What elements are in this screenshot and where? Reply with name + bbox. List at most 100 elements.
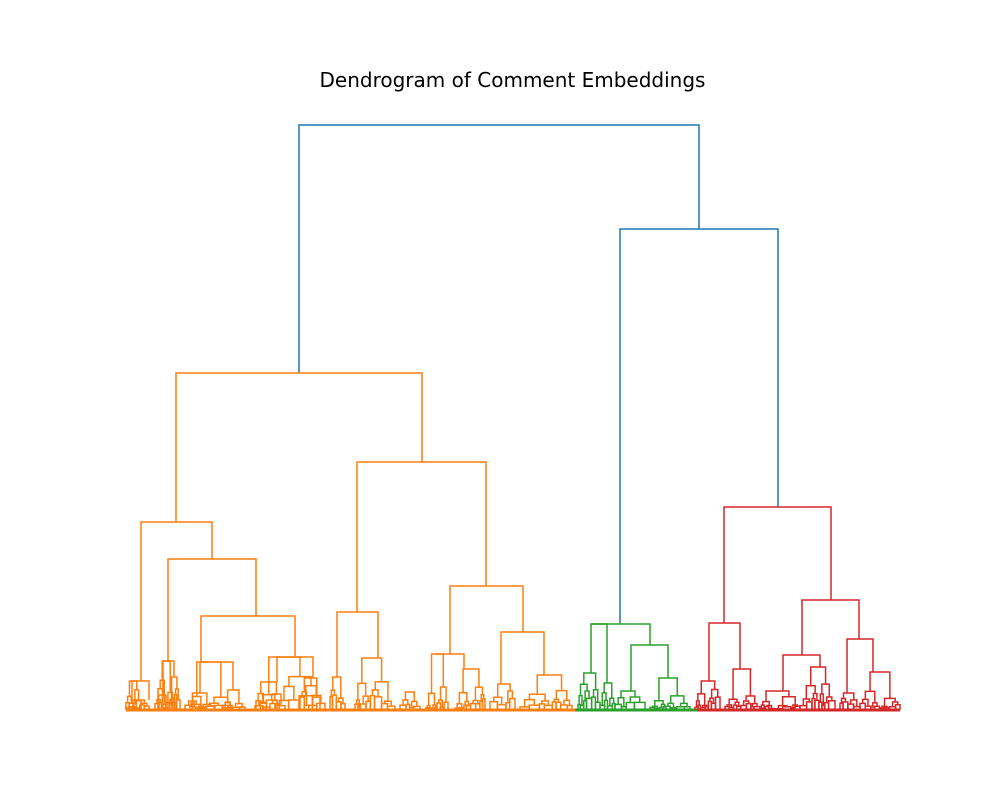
dendrogram-link bbox=[864, 690, 876, 703]
dendrogram-link bbox=[701, 704, 708, 708]
dendrogram-link bbox=[175, 699, 181, 710]
dendrogram-link bbox=[303, 677, 318, 696]
dendrogram-link bbox=[861, 698, 869, 707]
dendrogram-link bbox=[336, 611, 379, 677]
dendrogram-link bbox=[667, 702, 675, 708]
dendrogram-link bbox=[464, 700, 470, 706]
dendrogram-link bbox=[449, 585, 524, 654]
cluster-red-links bbox=[694, 506, 901, 712]
cluster-orange-links bbox=[125, 372, 575, 712]
dendrogram-link bbox=[276, 704, 286, 710]
dendrogram-link bbox=[462, 668, 480, 693]
dendrogram-link bbox=[472, 699, 479, 704]
dendrogram-link bbox=[842, 692, 855, 701]
dendrogram-link bbox=[708, 622, 741, 681]
dendrogram-link bbox=[131, 680, 150, 700]
dendrogram-link bbox=[592, 688, 599, 703]
dendrogram-link bbox=[340, 702, 346, 710]
dendrogram-link bbox=[224, 701, 231, 708]
dendrogram-link bbox=[869, 671, 891, 699]
dendrogram-link bbox=[590, 623, 608, 683]
dendrogram-link bbox=[238, 706, 246, 710]
dendrogram-link bbox=[276, 656, 314, 682]
dendrogram-link bbox=[481, 697, 486, 710]
dendrogram-link bbox=[620, 690, 636, 698]
dendrogram-link bbox=[700, 680, 716, 694]
dendrogram-link bbox=[578, 694, 583, 706]
dendrogram-link bbox=[617, 697, 625, 707]
dendrogram-link bbox=[633, 701, 646, 710]
dendrogram-link bbox=[132, 699, 146, 707]
dendrogram-link bbox=[585, 697, 593, 710]
dendrogram-link bbox=[362, 695, 369, 705]
dendrogram-link bbox=[157, 694, 166, 705]
dendrogram-link bbox=[669, 695, 685, 704]
dendrogram-link bbox=[801, 599, 860, 655]
dendrogram-link bbox=[777, 704, 788, 709]
dendrogram-link bbox=[175, 372, 423, 522]
dendrogram-link bbox=[583, 672, 597, 690]
chart-title: Dendrogram of Comment Embeddings bbox=[319, 68, 706, 92]
dendrogram-link bbox=[732, 668, 752, 700]
dendrogram-link bbox=[427, 692, 436, 706]
dendrogram-link bbox=[658, 677, 679, 701]
dendrogram-link bbox=[412, 705, 421, 710]
dendrogram-link bbox=[553, 698, 560, 703]
dendrogram-link bbox=[660, 703, 666, 708]
dendrogram-link bbox=[809, 666, 827, 686]
dendrogram-link bbox=[435, 653, 465, 669]
dendrogram-link bbox=[601, 692, 607, 706]
dendrogram-link bbox=[819, 693, 825, 706]
dendrogram-link bbox=[891, 701, 899, 707]
dendrogram-link bbox=[846, 638, 874, 693]
dendrogram-link bbox=[402, 699, 409, 706]
dendrogram-link bbox=[128, 680, 138, 697]
dendrogram-link bbox=[202, 703, 212, 708]
dendrogram-link bbox=[330, 689, 336, 697]
dendrogram-link bbox=[697, 693, 706, 706]
dendrogram-link bbox=[563, 699, 571, 706]
dendrogram-link bbox=[619, 228, 779, 624]
dendrogram-link bbox=[439, 686, 447, 703]
dendrogram-link bbox=[167, 691, 174, 703]
dendrogram-link bbox=[200, 615, 296, 662]
dendrogram-link bbox=[766, 704, 773, 709]
dendrogram-link bbox=[683, 706, 691, 710]
dendrogram-link bbox=[234, 702, 243, 708]
dendrogram-link bbox=[714, 696, 721, 710]
dendrogram-link bbox=[541, 700, 550, 706]
dendrogram-link bbox=[287, 699, 300, 710]
dendrogram-link bbox=[480, 693, 485, 701]
dendrogram-link bbox=[579, 683, 588, 696]
dendrogram-link bbox=[742, 700, 750, 706]
dendrogram-link bbox=[591, 623, 651, 645]
dendrogram-link bbox=[751, 702, 758, 707]
dendrogram-link bbox=[404, 691, 415, 702]
cluster-green-links bbox=[575, 623, 697, 712]
dendrogram-link bbox=[566, 704, 573, 710]
dendrogram-link bbox=[781, 695, 796, 706]
dendrogram-link bbox=[760, 704, 765, 709]
dendrogram-link bbox=[257, 692, 265, 704]
dendrogram-link bbox=[270, 693, 282, 706]
dendrogram-link bbox=[283, 685, 295, 701]
dendrogram-link bbox=[259, 681, 278, 695]
dendrogram-link bbox=[508, 697, 516, 710]
dendrogram-link bbox=[361, 657, 383, 684]
dendrogram-link bbox=[536, 674, 563, 695]
dendrogram-link bbox=[651, 705, 658, 709]
dendrogram-link bbox=[630, 644, 669, 691]
dendrogram-link bbox=[373, 696, 383, 710]
dendrogram-link bbox=[301, 691, 308, 706]
dendrogram-link bbox=[745, 695, 756, 704]
dendrogram-link bbox=[603, 682, 613, 699]
dendrogram-link bbox=[167, 558, 257, 661]
dendrogram-link bbox=[356, 461, 487, 612]
dendrogram-link bbox=[827, 700, 836, 710]
dendrogram-link bbox=[492, 696, 503, 705]
dendrogram-link bbox=[298, 124, 700, 373]
dendrogram-link bbox=[710, 688, 719, 699]
dendrogram-link bbox=[199, 661, 234, 693]
dendrogram-link bbox=[159, 679, 165, 696]
